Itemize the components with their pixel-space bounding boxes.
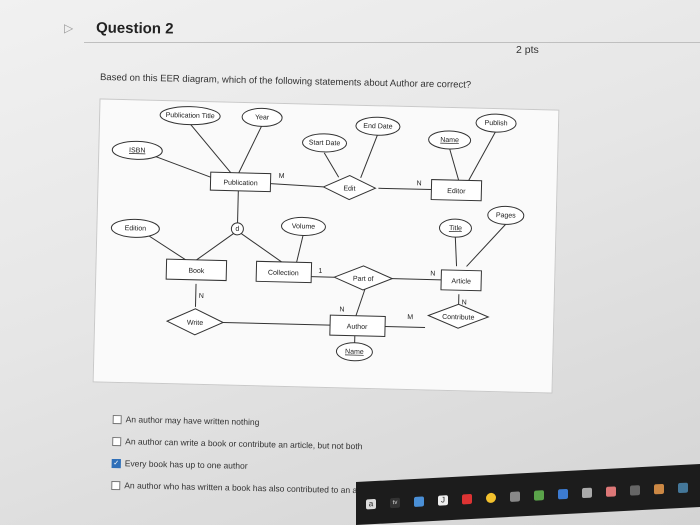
publish-label: Publish xyxy=(484,120,507,128)
dock-app-icon[interactable] xyxy=(510,491,520,502)
dock-app-tv[interactable]: tv xyxy=(390,497,400,509)
year-attribute xyxy=(241,107,283,127)
acrobat-icon[interactable] xyxy=(462,493,472,505)
author-write-cardinality: N xyxy=(339,306,344,313)
publication-label: Publication xyxy=(223,179,258,187)
year-label: Year xyxy=(255,114,270,121)
title-attribute xyxy=(438,218,472,238)
editor-edit-cardinality: N xyxy=(416,180,421,187)
editor-name-label: Name xyxy=(440,137,459,144)
publish-attribute xyxy=(475,113,517,133)
question-prompt: Based on this EER diagram, which of the … xyxy=(99,72,472,91)
end-date-attribute xyxy=(355,116,401,136)
specialization-label: d xyxy=(235,226,239,233)
write-label: Write xyxy=(187,320,203,327)
article-entity xyxy=(440,269,482,292)
contribute-label: Contribute xyxy=(442,314,475,322)
eer-diagram: Publication Title Year ISBN Edition Star… xyxy=(92,98,560,394)
publication-entity xyxy=(209,171,272,193)
volume-attribute xyxy=(280,216,326,236)
collection-entity xyxy=(255,260,313,284)
answer-option-2-label: An author can write a book or contribute… xyxy=(125,436,363,452)
editor-name-attribute xyxy=(428,130,472,150)
article-partof-cardinality: N xyxy=(430,271,435,278)
dock-app-icon[interactable] xyxy=(558,488,568,500)
publication-title-label: Publication Title xyxy=(166,112,215,120)
answer-option-1-label: An author may have written nothing xyxy=(125,414,260,428)
answer-options: An author may have written nothing An au… xyxy=(111,408,377,502)
dock-app-icon[interactable] xyxy=(534,490,544,501)
author-contribute-cardinality: M xyxy=(407,314,413,321)
author-label: Author xyxy=(347,324,368,332)
edition-label: Edition xyxy=(125,225,147,233)
dock-app-icon[interactable] xyxy=(582,487,592,499)
chrome-icon[interactable] xyxy=(486,492,496,504)
editor-entity xyxy=(430,179,483,202)
dock-app-icon[interactable] xyxy=(630,485,640,496)
dock-app-a[interactable]: a xyxy=(366,498,376,510)
pages-attribute xyxy=(487,205,525,225)
dock-app-icon[interactable] xyxy=(606,486,616,497)
dropbox-icon[interactable] xyxy=(414,496,424,507)
book-entity xyxy=(165,258,228,282)
answer-checkbox-3[interactable]: ✓ xyxy=(111,458,121,468)
answer-option-4[interactable]: An author who has written a book has als… xyxy=(111,474,375,502)
answer-option-3-label: Every book has up to one author xyxy=(124,458,248,471)
article-contribute-cardinality: N xyxy=(462,299,467,306)
question-title: Question 2 xyxy=(95,19,174,38)
start-date-label: Start Date xyxy=(309,140,341,148)
author-name-label: Name xyxy=(345,348,364,355)
publication-title-attribute xyxy=(159,106,221,126)
book-label: Book xyxy=(188,268,205,275)
pub-edit-cardinality: M xyxy=(279,173,285,180)
answer-option-4-label: An author who has written a book has als… xyxy=(124,480,376,496)
author-name-attribute xyxy=(335,342,373,362)
edit-relationship xyxy=(322,175,377,201)
isbn-attribute xyxy=(111,140,163,160)
isbn-label: ISBN xyxy=(129,147,146,154)
dock-app-j[interactable]: J xyxy=(438,495,448,506)
editor-label: Editor xyxy=(447,188,466,195)
question-header xyxy=(84,14,700,43)
part-of-relationship xyxy=(332,265,394,291)
collection-partof-cardinality: 1 xyxy=(318,268,322,275)
specialization-circle xyxy=(230,222,244,236)
dock-app-icon[interactable] xyxy=(654,483,664,495)
edit-label: Edit xyxy=(343,185,355,192)
contribute-relationship xyxy=(426,303,490,329)
answer-checkbox-4[interactable] xyxy=(111,480,121,490)
question-points: 2 pts xyxy=(516,44,539,56)
eer-diagram-svg: Publication Title Year ISBN Edition Star… xyxy=(110,106,525,362)
volume-label: Volume xyxy=(292,223,316,231)
end-date-label: End Date xyxy=(363,123,392,131)
author-entity xyxy=(329,314,386,337)
dock-app-icon[interactable] xyxy=(678,482,688,494)
mac-dock: a tv J xyxy=(356,463,700,525)
flag-question-icon[interactable]: ▷ xyxy=(64,21,74,35)
collection-label: Collection xyxy=(268,270,299,278)
title-label: Title xyxy=(449,225,462,232)
article-label: Article xyxy=(451,278,471,285)
pages-label: Pages xyxy=(496,212,517,219)
start-date-attribute xyxy=(302,133,348,153)
write-relationship xyxy=(165,308,225,336)
answer-checkbox-1[interactable] xyxy=(112,414,122,424)
part-of-label: Part of xyxy=(353,276,374,284)
answer-checkbox-2[interactable] xyxy=(112,436,122,446)
edition-attribute xyxy=(110,218,160,238)
book-write-cardinality: N xyxy=(199,293,204,300)
